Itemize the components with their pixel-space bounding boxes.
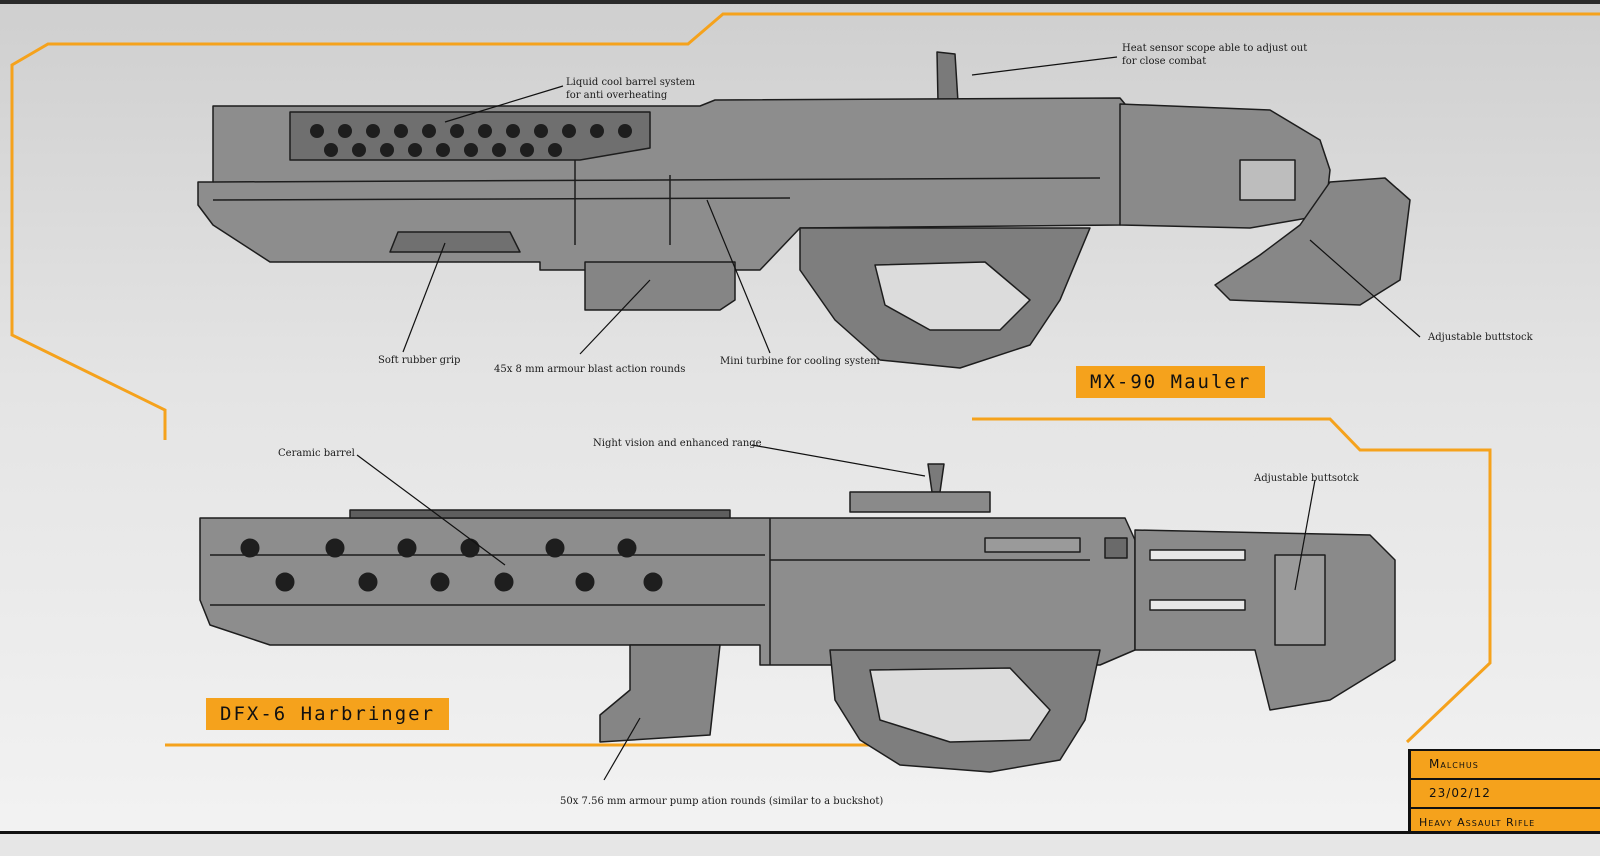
callout-scope-bottom: Night vision and enhanced range: [593, 438, 762, 449]
top-border: [0, 0, 1600, 4]
callout-buttstock-bottom: Adjustable buttsotck: [1254, 473, 1359, 484]
barrel-vent-holes-bottom: [240, 538, 663, 592]
callout-scope-top: Heat sensor scope able to adjust out: [1122, 43, 1308, 54]
callout-grip-top: Soft rubber grip: [378, 355, 461, 366]
barrel-vent-holes-top: [310, 124, 632, 157]
callout-leaders-bottom: [356, 444, 1316, 781]
callout-barrel-top-line2: for anti overheating: [566, 90, 668, 101]
callout-scope-top-line2: for close combat: [1122, 56, 1207, 67]
callout-barrel-top: Liquid cool barrel system: [566, 77, 696, 88]
callout-magazine-bottom: 50x 7.56 mm armour pump ation rounds (si…: [560, 796, 884, 807]
callout-magazine-top: 45x 8 mm armour blast action rounds: [494, 364, 686, 375]
title-block: Malchus 23/02/12 Heavy Assault Rifle: [1408, 749, 1600, 833]
title-block-date: 23/02/12: [1411, 780, 1600, 809]
weapon-top-illustration: [197, 51, 1411, 369]
title-block-author: Malchus: [1411, 751, 1600, 780]
bottom-border: [0, 831, 1600, 856]
callout-leaders-top: [402, 56, 1421, 355]
weapon-name-bottom: DFX-6 Harbringer: [206, 698, 450, 730]
weapon-bottom-illustration: [199, 463, 1396, 773]
title-block-subject: Heavy Assault Rifle: [1419, 816, 1536, 829]
callout-turbine-top: Mini turbine for cooling system: [720, 356, 880, 367]
weapon-name-top: MX-90 Mauler: [1076, 366, 1266, 398]
callout-barrel-bottom: Ceramic barrel: [278, 448, 355, 459]
callout-buttstock-top: Adjustable buttstock: [1428, 332, 1533, 343]
